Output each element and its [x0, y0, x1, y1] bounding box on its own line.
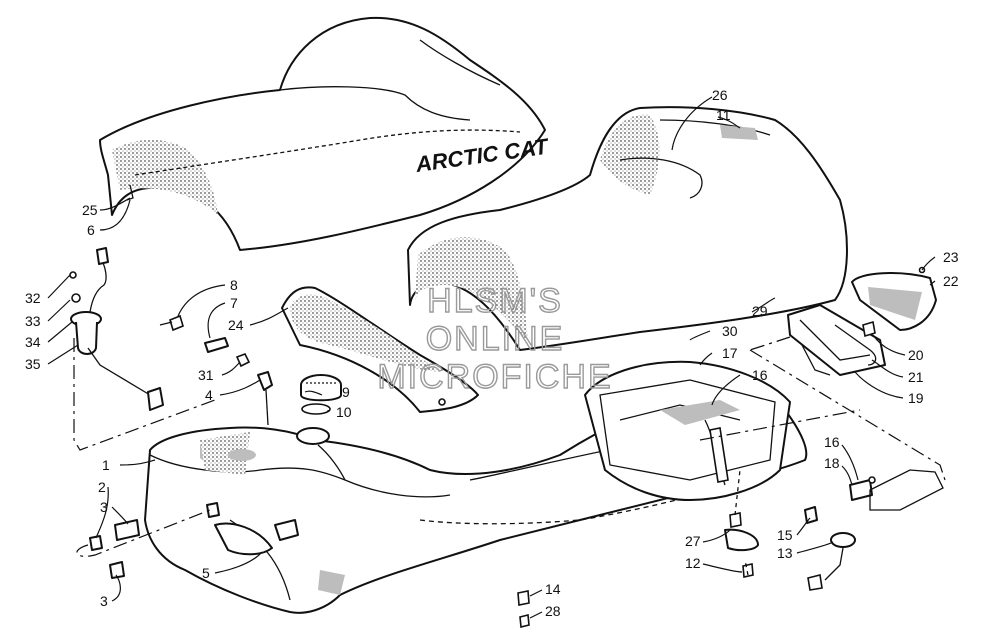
callout-2: 2: [98, 479, 106, 495]
callout-8: 8: [230, 277, 238, 293]
callout-numbers: 25 6 32 33 34 35 8 7 24 31 4 9 10 1 2 3 …: [25, 87, 959, 619]
watermark-line-1: HLSM'S: [427, 282, 563, 320]
taillight-assembly: [699, 266, 946, 481]
callout-3: 3: [100, 499, 108, 515]
callout-13: 13: [777, 545, 793, 561]
callout-32: 32: [25, 290, 41, 306]
seat-upper-right: [407, 106, 848, 351]
callout-20: 20: [908, 347, 924, 363]
callout-28: 28: [545, 603, 561, 619]
rear-hardware: [517, 469, 944, 629]
callout-4: 4: [205, 387, 213, 403]
callout-35: 35: [25, 356, 41, 372]
callout-18: 18: [824, 455, 840, 471]
fuel-sender-assembly: [69, 247, 216, 451]
callout-21: 21: [908, 369, 924, 385]
callout-1: 1: [102, 457, 110, 473]
callout-30: 30: [722, 323, 738, 339]
watermark: HLSM'S ONLINE MICROFICHE: [377, 281, 612, 396]
callout-7: 7: [230, 295, 238, 311]
callout-14: 14: [545, 581, 561, 597]
watermark-line-3: MICROFICHE: [377, 358, 612, 396]
callout-16b: 16: [824, 434, 840, 450]
callout-25: 25: [82, 202, 98, 218]
callout-11: 11: [716, 107, 731, 123]
callout-6: 6: [87, 222, 95, 238]
callout-5: 5: [202, 565, 210, 581]
fuel-tank-base: [144, 360, 808, 614]
callout-33: 33: [25, 313, 41, 329]
callout-16: 16: [752, 367, 768, 383]
callout-24: 24: [228, 317, 244, 333]
callout-10: 10: [336, 404, 352, 420]
callout-3b: 3: [100, 593, 108, 609]
callout-22: 22: [943, 273, 959, 289]
hardware-parts: [76, 314, 273, 579]
callout-15: 15: [777, 527, 793, 543]
callout-26: 26: [712, 87, 728, 103]
callout-27: 27: [685, 533, 701, 549]
callout-17: 17: [722, 345, 738, 361]
leader-lines: [47, 96, 936, 619]
callout-34: 34: [25, 334, 41, 350]
callout-9: 9: [342, 384, 350, 400]
seat-bracket: [281, 286, 479, 413]
callout-19: 19: [908, 390, 924, 406]
watermark-line-2: ONLINE: [426, 320, 565, 358]
callout-29: 29: [752, 303, 768, 319]
callout-31: 31: [198, 367, 214, 383]
callout-23: 23: [943, 249, 959, 265]
fuel-cap: [296, 374, 346, 481]
callout-12: 12: [685, 555, 701, 571]
